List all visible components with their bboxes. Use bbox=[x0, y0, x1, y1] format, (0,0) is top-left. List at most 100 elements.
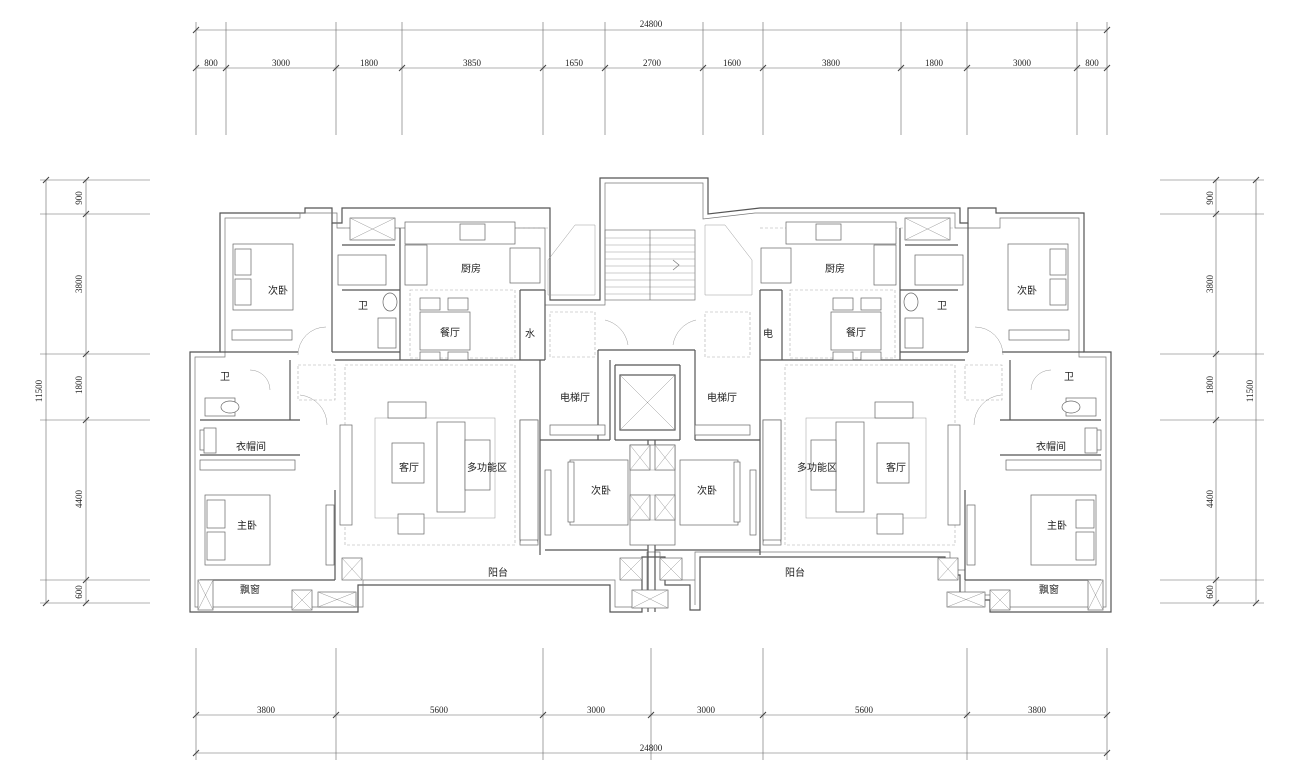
top-dimension-5: 1650 bbox=[565, 58, 584, 68]
center-left-bedroom-label: 次卧 bbox=[591, 484, 611, 497]
right-bath-upper-label: 卫 bbox=[937, 301, 947, 312]
left-dimension-1: 900 bbox=[74, 191, 84, 205]
dimension-labels: 24800 800 3000 1800 3850 1650 2700 1600 … bbox=[34, 19, 1255, 753]
shaft-cross bbox=[619, 557, 643, 581]
right-dimension-3: 1800 bbox=[1205, 376, 1215, 395]
shaft-cross bbox=[629, 444, 651, 471]
right-tick bbox=[1212, 576, 1220, 584]
center-right-bedroom-label: 次卧 bbox=[697, 484, 717, 497]
left-tick bbox=[82, 576, 90, 584]
shaft-cross bbox=[946, 591, 986, 608]
left-master-label: 主卧 bbox=[237, 519, 257, 532]
right-tick bbox=[1212, 210, 1220, 218]
shaft-cross bbox=[291, 589, 313, 611]
left-dining-label: 餐厅 bbox=[440, 326, 460, 339]
furniture-right bbox=[672, 221, 1098, 566]
bottom-tick bbox=[192, 711, 200, 719]
shaft-cross bbox=[349, 217, 396, 241]
right-dining-label: 餐厅 bbox=[846, 326, 866, 339]
bottom-dimension-4: 3000 bbox=[697, 705, 716, 715]
bottom-tick bbox=[963, 711, 971, 719]
left-closet-label: 衣帽间 bbox=[236, 440, 266, 453]
right-closet-label: 衣帽间 bbox=[1036, 440, 1066, 453]
top-dimension-8: 3800 bbox=[822, 58, 841, 68]
top-tick bbox=[1073, 64, 1081, 72]
top-dimension-3: 1800 bbox=[360, 58, 379, 68]
top-tick bbox=[759, 64, 767, 72]
right-dimension-2: 3800 bbox=[1205, 275, 1215, 294]
shaft-cross bbox=[629, 494, 651, 521]
top-total-tick bbox=[1103, 26, 1111, 34]
shaft-cross bbox=[317, 591, 357, 608]
right-bath-lower-label: 卫 bbox=[1064, 372, 1074, 383]
dimension-lines bbox=[40, 22, 1264, 760]
shaft-cross bbox=[654, 444, 676, 471]
top-tick bbox=[897, 64, 905, 72]
left-tick bbox=[82, 416, 90, 424]
bottom-dimension-3: 3000 bbox=[587, 705, 606, 715]
left-bay-label: 飘窗 bbox=[240, 583, 260, 596]
room-labels: 次卧 厨房 卫 餐厅 水 卫 衣帽间 客厅 多功能区 主卧 飘窗 阳台 电梯厅 … bbox=[220, 262, 1074, 596]
top-tick bbox=[192, 64, 200, 72]
right-dimension-4: 4400 bbox=[1205, 490, 1215, 509]
bottom-total-dimension: 24800 bbox=[640, 743, 663, 753]
shaft-cross bbox=[904, 217, 951, 241]
staircase bbox=[547, 224, 753, 301]
right-bay-label: 飘窗 bbox=[1039, 583, 1059, 596]
top-dimension-9: 1800 bbox=[925, 58, 944, 68]
left-dimension-3: 1800 bbox=[74, 376, 84, 395]
top-tick bbox=[332, 64, 340, 72]
right-tick bbox=[1212, 416, 1220, 424]
left-tick bbox=[82, 210, 90, 218]
left-tick bbox=[82, 599, 90, 607]
left-dimension-4: 4400 bbox=[74, 490, 84, 509]
top-dimension-4: 3850 bbox=[463, 58, 482, 68]
bottom-total-tick bbox=[1103, 749, 1111, 757]
left-tick bbox=[82, 176, 90, 184]
left-dimension-5: 600 bbox=[74, 585, 84, 599]
top-tick bbox=[1103, 64, 1111, 72]
right-dimension-1: 900 bbox=[1205, 191, 1215, 205]
shaft-cross bbox=[631, 589, 669, 609]
top-dimension-10: 3000 bbox=[1013, 58, 1032, 68]
right-total-tick bbox=[1252, 176, 1260, 184]
furniture-center bbox=[567, 459, 741, 526]
right-tick bbox=[1212, 350, 1220, 358]
bottom-tick bbox=[1103, 711, 1111, 719]
right-dimension-5: 600 bbox=[1205, 585, 1215, 599]
right-power-label: 电 bbox=[763, 327, 773, 340]
left-total-tick bbox=[42, 599, 50, 607]
bottom-dimension-6: 3800 bbox=[1028, 705, 1047, 715]
shaft-cross bbox=[654, 494, 676, 521]
shaft-cross bbox=[659, 557, 683, 581]
right-elevator-hall-label: 电梯厅 bbox=[707, 391, 737, 404]
top-tick bbox=[398, 64, 406, 72]
right-tick bbox=[1212, 599, 1220, 607]
shaft-cross bbox=[197, 579, 214, 611]
bottom-total-tick bbox=[192, 749, 200, 757]
bottom-tick bbox=[539, 711, 547, 719]
top-tick bbox=[539, 64, 547, 72]
top-tick bbox=[601, 64, 609, 72]
bottom-dimension-2: 5600 bbox=[430, 705, 449, 715]
top-dimension-1: 800 bbox=[204, 58, 218, 68]
left-balcony-label: 阳台 bbox=[488, 566, 508, 579]
left-water-label: 水 bbox=[525, 328, 535, 340]
top-tick bbox=[963, 64, 971, 72]
top-total-dimension: 24800 bbox=[640, 19, 663, 29]
right-master-label: 主卧 bbox=[1047, 519, 1067, 532]
right-balcony-label: 阳台 bbox=[785, 566, 805, 579]
left-multi-label: 多功能区 bbox=[467, 461, 507, 474]
top-dimension-11: 800 bbox=[1085, 58, 1099, 68]
bottom-tick bbox=[647, 711, 655, 719]
left-living-label: 客厅 bbox=[399, 461, 419, 474]
top-total-tick bbox=[192, 26, 200, 34]
left-bath-lower-label: 卫 bbox=[220, 372, 230, 383]
shaft-cross bbox=[937, 557, 959, 581]
left-kitchen-label: 厨房 bbox=[461, 262, 481, 275]
furniture-left bbox=[203, 221, 629, 566]
left-total-tick bbox=[42, 176, 50, 184]
bottom-tick bbox=[759, 711, 767, 719]
right-multi-label: 多功能区 bbox=[797, 461, 837, 474]
